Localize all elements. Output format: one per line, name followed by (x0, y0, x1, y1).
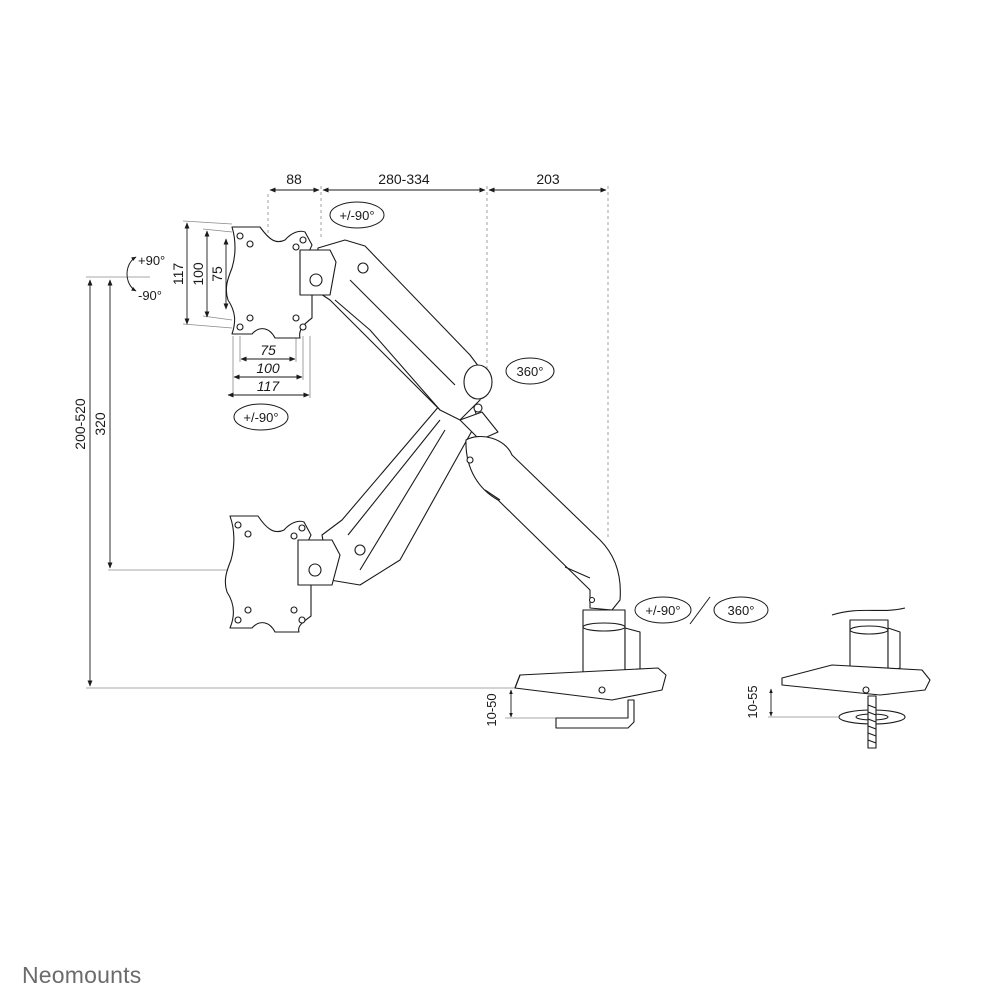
rot-tilt-up: +90° (138, 253, 165, 268)
dim-height-travel: 320 (92, 412, 108, 436)
desk-clamp (514, 609, 667, 729)
rot-swivel-head: +/-90° (339, 208, 374, 223)
top-vesa-plate (225, 226, 337, 339)
dim-top-depth: 203 (536, 171, 560, 187)
rot-rotate-plate: +/-90° (243, 410, 278, 425)
dim-clamp-range: 10-50 (484, 693, 499, 726)
monitor-arm-drawing (224, 226, 931, 749)
dim-grommet-range: 10-55 (745, 685, 760, 718)
dimension-arrows (87, 187, 773, 718)
rot-tilt-down: -90° (138, 288, 162, 303)
rotation-badges (126, 201, 769, 625)
dimension-labels: 88 280-334 203 117 100 75 75 100 117 200… (72, 171, 760, 727)
dim-vesa-h-outer: 117 (170, 263, 186, 286)
dim-vesa-w-inner: 75 (260, 342, 276, 358)
dim-top-offset: 88 (286, 171, 302, 187)
dim-vesa-w-mid: 100 (256, 360, 280, 376)
bottom-vesa-plate (224, 515, 341, 633)
dim-vesa-w-outer: 117 (257, 378, 281, 394)
dim-vesa-h-mid: 100 (190, 262, 206, 286)
dim-top-reach: 280-334 (378, 171, 430, 187)
dim-height-range: 200-520 (72, 398, 88, 450)
rot-base-rotate: 360° (728, 603, 755, 618)
rotation-labels: +90° -90° +/-90° +/-90° 360° +/-90° 360° (138, 208, 754, 618)
guide-lines (86, 186, 838, 719)
rot-elbow: 360° (517, 364, 544, 379)
pole-arm (465, 436, 621, 611)
dim-vesa-h-inner: 75 (209, 266, 225, 282)
lower-arm (321, 394, 479, 586)
grommet-base (781, 607, 931, 749)
rot-base-swivel: +/-90° (645, 603, 680, 618)
elbow-joint (459, 364, 499, 441)
brand-logo: Neomounts (22, 962, 142, 988)
upper-arm (314, 239, 486, 421)
